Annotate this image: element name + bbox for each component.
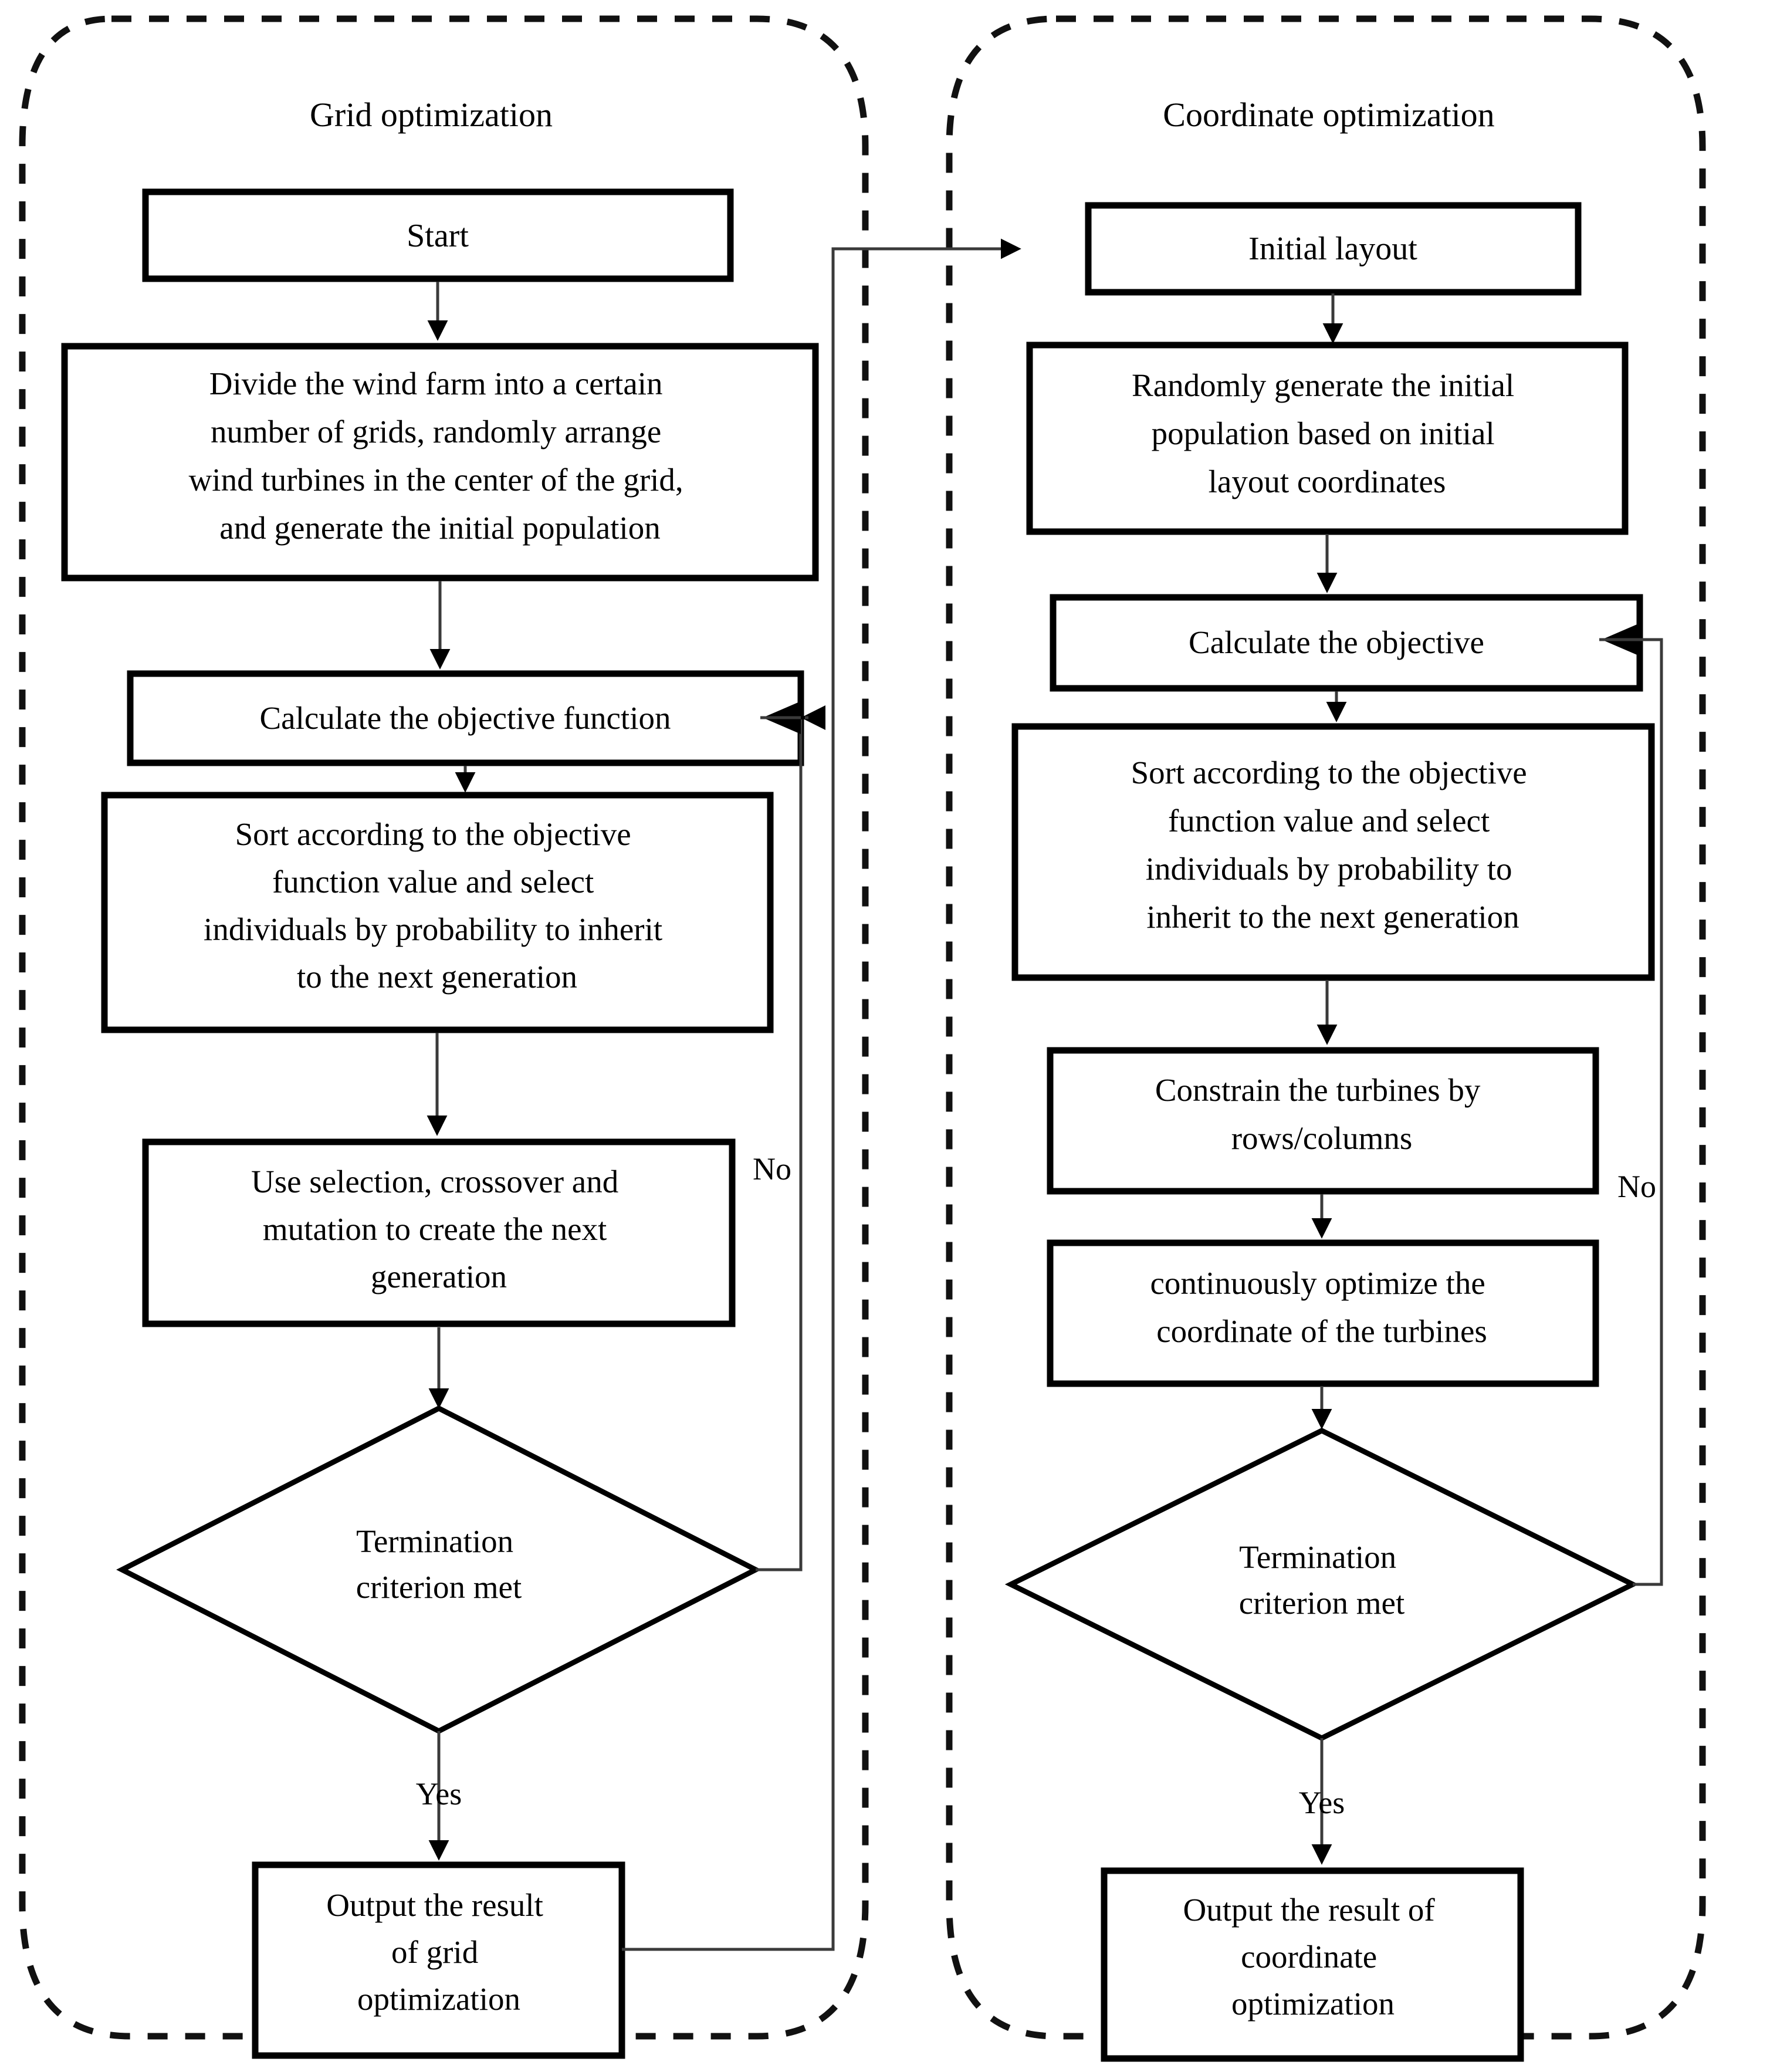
edge-label-coordinate-yes: Yes xyxy=(1299,1785,1345,1820)
node-grid-calc[interactable] xyxy=(127,670,804,766)
node-coordinate-constrain-label: Constrain the turbines by rows/columns xyxy=(1155,1072,1488,1156)
node-coordinate-sort[interactable] xyxy=(1011,723,1655,981)
node-grid-genetic-label: Use selection, crossover and mutation to… xyxy=(251,1164,627,1294)
edge-label-grid-yes: Yes xyxy=(416,1776,462,1811)
group-title-grid: Grid optimization xyxy=(310,96,553,134)
node-coordinate-terminate[interactable] xyxy=(1004,1427,1639,1742)
edge-label-grid-no: No xyxy=(753,1151,791,1187)
node-coordinate-initial-layout-label: Initial layout xyxy=(1248,231,1417,267)
node-grid-calc-label: Calculate the objective function xyxy=(260,700,671,736)
grid-optimization-container xyxy=(19,15,869,2040)
node-coordinate-randpop[interactable] xyxy=(1026,342,1629,535)
node-coordinate-output-label: Output the result of coordinate optimiza… xyxy=(1183,1892,1443,2022)
node-grid-genetic[interactable] xyxy=(142,1138,736,1327)
node-grid-start[interactable] xyxy=(142,188,734,282)
node-coordinate-optimize-label: continuously optimize the coordinate of … xyxy=(1150,1265,1493,1349)
node-coordinate-calc-label: Calculate the objective xyxy=(1189,624,1484,660)
node-grid-divide-label: Divide the wind farm into a certain numb… xyxy=(189,366,692,546)
node-grid-divide[interactable] xyxy=(61,343,819,582)
node-coordinate-randpop-label: Randomly generate the initial population… xyxy=(1132,367,1522,499)
node-coordinate-optimize[interactable] xyxy=(1047,1239,1599,1387)
node-grid-output[interactable] xyxy=(252,1861,625,2059)
coordinate-optimization-container xyxy=(946,15,1706,2040)
edge-label-coordinate-no: No xyxy=(1617,1169,1656,1204)
node-coordinate-terminate-label: Termination criterion met xyxy=(1239,1539,1405,1621)
node-coordinate-initial-layout[interactable] xyxy=(1085,202,1582,296)
node-grid-sort[interactable] xyxy=(101,792,774,1033)
node-coordinate-output[interactable] xyxy=(1101,1867,1524,2062)
node-grid-start-label: Start xyxy=(407,218,469,254)
node-grid-sort-label: Sort according to the objective function… xyxy=(204,816,671,995)
node-grid-output-label: Output the result of grid optimization xyxy=(326,1887,551,2017)
node-grid-terminate-label: Termination criterion met xyxy=(356,1523,522,1605)
edge-grid-output-to-initial-layout xyxy=(622,238,1021,1951)
group-title-coordinate: Coordinate optimization xyxy=(1163,96,1494,134)
node-coordinate-constrain[interactable] xyxy=(1047,1047,1599,1195)
node-coordinate-sort-label: Sort according to the objective function… xyxy=(1131,755,1535,935)
